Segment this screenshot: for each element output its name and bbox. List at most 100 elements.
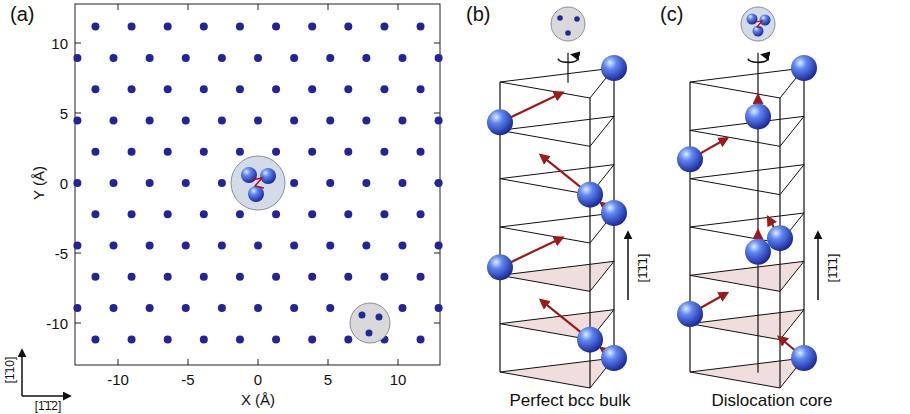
- atom-column: [344, 210, 352, 218]
- atom-column: [326, 179, 334, 187]
- axis-title: X (Å): [241, 392, 275, 407]
- tick-label: 10: [390, 372, 407, 387]
- direction-label: [1̄1̄1]: [826, 254, 839, 283]
- layer-slice: [500, 116, 614, 146]
- atom-column: [308, 210, 316, 218]
- atom: [745, 104, 771, 130]
- tick-label: 0: [60, 176, 68, 191]
- displacement-arrow: [700, 138, 727, 153]
- atom-column: [417, 23, 425, 31]
- atom-column: [290, 54, 298, 62]
- atom: [577, 327, 603, 353]
- atom-column: [128, 335, 136, 343]
- tick-label: 5: [60, 106, 68, 121]
- atom-column: [164, 85, 172, 93]
- atom-column: [398, 116, 406, 124]
- displacement-arrow: [511, 92, 563, 117]
- atom-column: [91, 335, 99, 343]
- atom: [677, 146, 703, 172]
- atom-column: [344, 85, 352, 93]
- layer-slice: [500, 213, 614, 243]
- layer-slice: [690, 261, 804, 291]
- atom-column: [128, 85, 136, 93]
- panel-letter: (c): [660, 4, 683, 24]
- atom-column: [326, 242, 334, 250]
- atom-column: [380, 85, 388, 93]
- atom-column: [91, 148, 99, 156]
- atom-column: [326, 116, 334, 124]
- atom-column: [110, 304, 118, 312]
- atom-column: [326, 304, 334, 312]
- atom-column: [344, 273, 352, 281]
- atom-column: [417, 148, 425, 156]
- displacement-arrow: [541, 155, 581, 187]
- atom-column: [128, 273, 136, 281]
- atom-column: [308, 148, 316, 156]
- atom-column: [254, 304, 262, 312]
- atom: [487, 254, 513, 280]
- atom-column: [290, 116, 298, 124]
- atom-column: [110, 179, 118, 187]
- atom-column: [398, 54, 406, 62]
- atom: [601, 55, 627, 81]
- atom-column: [380, 23, 388, 31]
- tick-label: -5: [55, 246, 68, 261]
- atom-column: [380, 273, 388, 281]
- atom-column: [308, 273, 316, 281]
- layer-slice: [500, 261, 614, 291]
- atom: [601, 345, 627, 371]
- atom-column: [362, 54, 370, 62]
- rotation-arrow: [558, 55, 578, 63]
- atom-column: [146, 116, 154, 124]
- atom-column: [236, 210, 244, 218]
- atom-column: [128, 148, 136, 156]
- atom-column: [128, 23, 136, 31]
- atom-column: [200, 23, 208, 31]
- atom-column: [236, 273, 244, 281]
- atom-column: [182, 304, 190, 312]
- atom-column: [200, 85, 208, 93]
- projection-icon: [741, 7, 775, 41]
- atom-column: [272, 23, 280, 31]
- atom-column: [362, 242, 370, 250]
- atom-column: [182, 242, 190, 250]
- atom-column: [380, 148, 388, 156]
- atom-column: [308, 23, 316, 31]
- atom-column: [435, 116, 443, 124]
- atom-column: [146, 179, 154, 187]
- layer-slice: [690, 165, 804, 195]
- atom-column: [146, 242, 154, 250]
- atom-column: [110, 54, 118, 62]
- dislocation-line: [757, 53, 758, 373]
- atom-column: [254, 54, 262, 62]
- atom-column: [308, 85, 316, 93]
- atom-column: [91, 23, 99, 31]
- atom-column: [73, 242, 81, 250]
- layer-slice: [690, 358, 804, 388]
- atom-column: [218, 179, 226, 187]
- atom-column: [272, 85, 280, 93]
- atom-column: [272, 210, 280, 218]
- atom-columns: [73, 23, 442, 344]
- atom-column: [417, 273, 425, 281]
- direction-label: [1̄1̄1]: [636, 254, 649, 283]
- atom-column: [218, 304, 226, 312]
- atom-column: [290, 179, 298, 187]
- atom-column: [290, 242, 298, 250]
- bulk-inset: [350, 303, 390, 343]
- atom-column: [164, 23, 172, 31]
- atom-column: [308, 335, 316, 343]
- atom-column: [344, 23, 352, 31]
- atom-column: [218, 116, 226, 124]
- layer-slice: [690, 68, 804, 98]
- atom-column: [200, 273, 208, 281]
- atom: [791, 345, 817, 371]
- atom-map: [22, 4, 443, 396]
- atom-column: [73, 179, 81, 187]
- atom-column: [254, 116, 262, 124]
- axis-ticks: [75, 4, 440, 365]
- tick-label: 10: [51, 36, 68, 51]
- atom-column: [362, 179, 370, 187]
- atom-column: [236, 85, 244, 93]
- atom-column: [272, 335, 280, 343]
